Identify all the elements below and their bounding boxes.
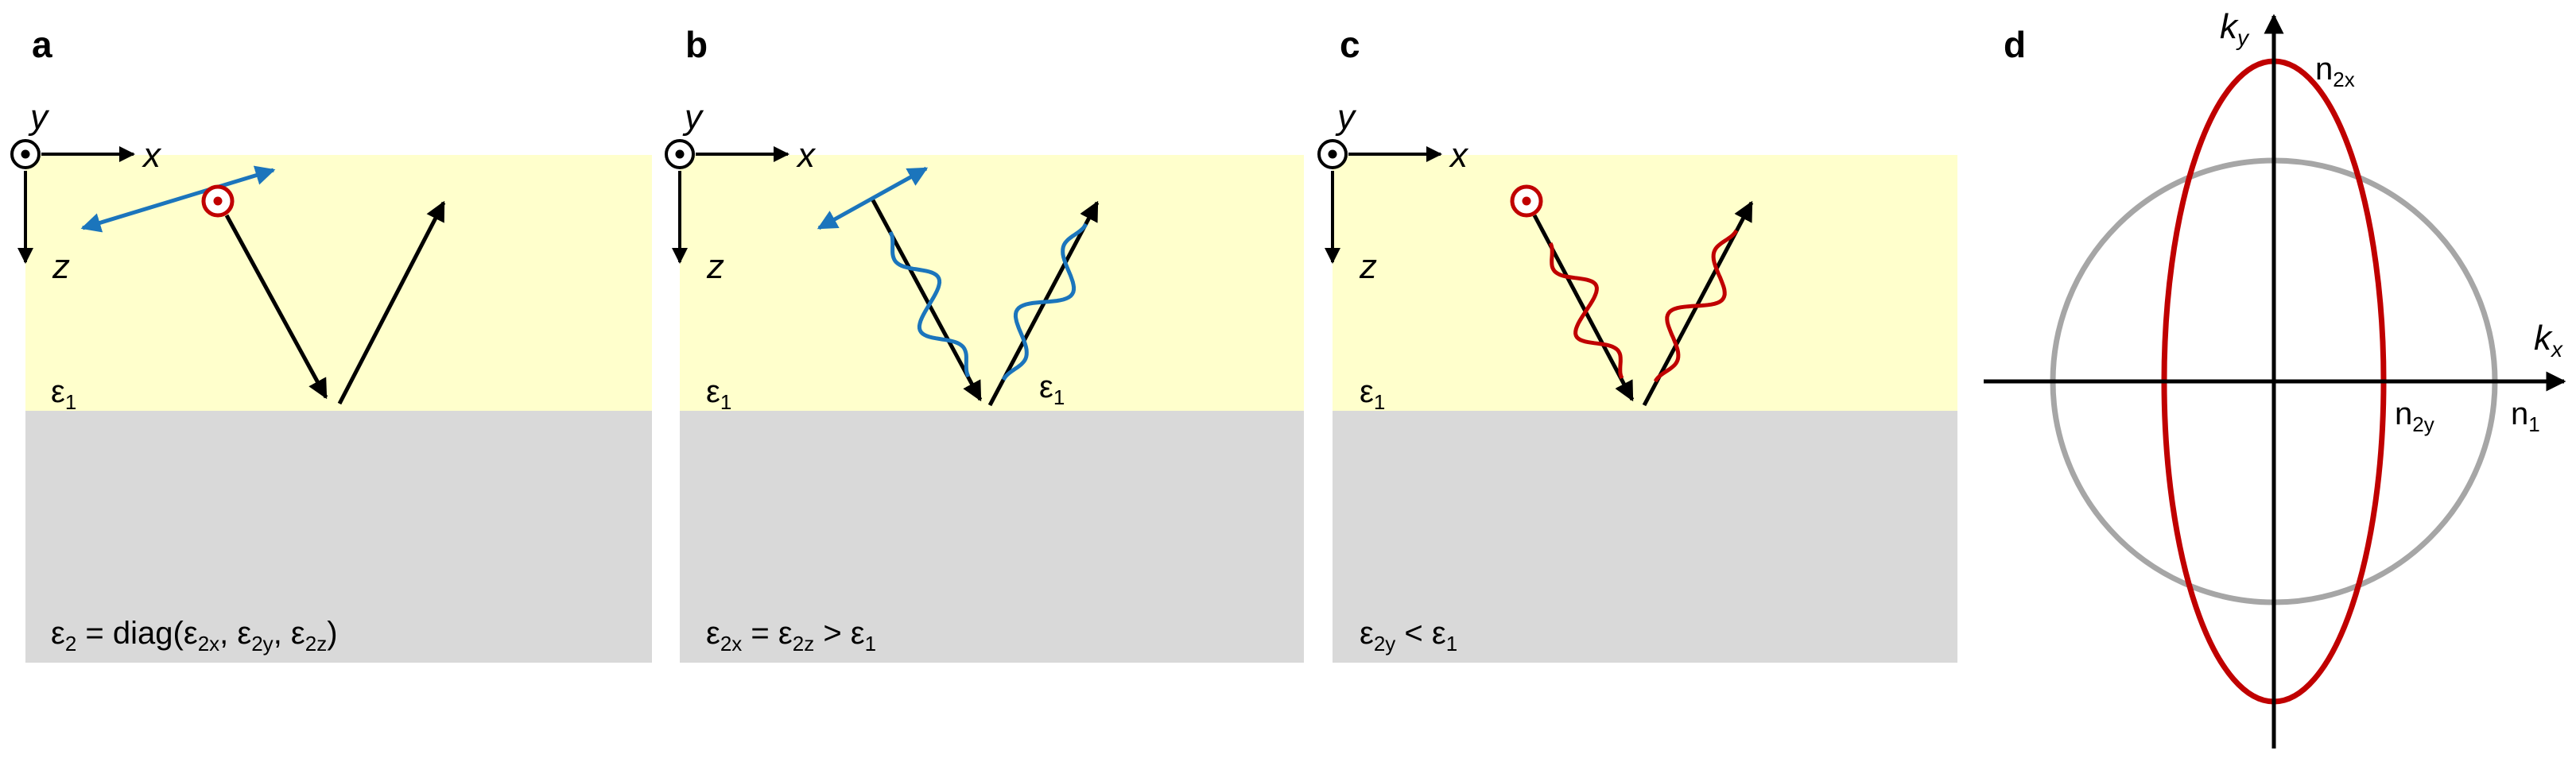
- panel-d: d ky kx n2x n2y n1: [1984, 7, 2566, 748]
- panel-b-label: b: [685, 24, 708, 65]
- panel-c-label: c: [1340, 24, 1360, 65]
- y-axis-label: y: [682, 98, 704, 137]
- tm-incident-wave: [888, 230, 971, 378]
- panel-c-medium-1: [1333, 155, 1957, 411]
- ky-axis-label: ky: [2220, 7, 2250, 50]
- kx-axis-label: kx: [2534, 319, 2563, 362]
- z-axis-label: z: [706, 247, 724, 286]
- panel-a-eps2-formula: ε2 = diag(ε2x, ε2y, ε2z): [51, 616, 338, 656]
- tm-polarization-arrow: [817, 166, 929, 230]
- panel-c: c y x z ε1 ε2y < ε1: [1317, 24, 1957, 663]
- panel-b-medium-2: [680, 411, 1304, 663]
- reflected-ray: [337, 200, 446, 405]
- tm-reflected-wave: [1001, 222, 1088, 381]
- panel-c-condition: ε2y < ε1: [1360, 616, 1457, 656]
- n1-label: n1: [2511, 396, 2540, 436]
- incident-ray: [224, 214, 328, 400]
- x-axis-label: x: [142, 136, 162, 175]
- panel-a-medium-2: [25, 411, 652, 663]
- n2y-label: n2y: [2395, 396, 2434, 436]
- panel-a-medium-1: [25, 155, 652, 411]
- panel-d-label: d: [2004, 24, 2026, 65]
- n2x-label: n2x: [2315, 52, 2355, 91]
- panel-c-eps1-label: ε1: [1360, 374, 1385, 414]
- tm-polarization-arrow: [80, 165, 276, 233]
- x-axis-label: x: [796, 136, 817, 175]
- te-incident-wave: [1548, 242, 1624, 380]
- z-axis-label: z: [52, 247, 70, 286]
- panel-b-coordinate-axes: y x z: [665, 98, 817, 286]
- panel-b: b y x z ε1 ε1 ε2x = ε2z > ε1: [665, 24, 1304, 663]
- panel-c-medium-2: [1333, 411, 1957, 663]
- panel-a-eps1-label: ε1: [51, 374, 76, 414]
- panel-b-eps1-reflected-label: ε1: [1039, 369, 1065, 409]
- te-reflected-wave: [1653, 229, 1739, 383]
- panel-b-condition: ε2x = ε2z > ε1: [706, 616, 876, 656]
- z-axis-label: z: [1359, 247, 1377, 286]
- panel-c-coordinate-axes: y x z: [1317, 98, 1469, 286]
- panel-b-eps1-label: ε1: [706, 374, 731, 414]
- x-axis-label: x: [1449, 136, 1469, 175]
- y-axis-label: y: [28, 98, 50, 137]
- panel-a-label: a: [32, 24, 52, 65]
- y-axis-label: y: [1335, 98, 1357, 137]
- panel-a: a y x z ε1 ε2 = diag(ε2x, ε2y, ε2z): [10, 24, 652, 663]
- panel-b-medium-1: [680, 155, 1304, 411]
